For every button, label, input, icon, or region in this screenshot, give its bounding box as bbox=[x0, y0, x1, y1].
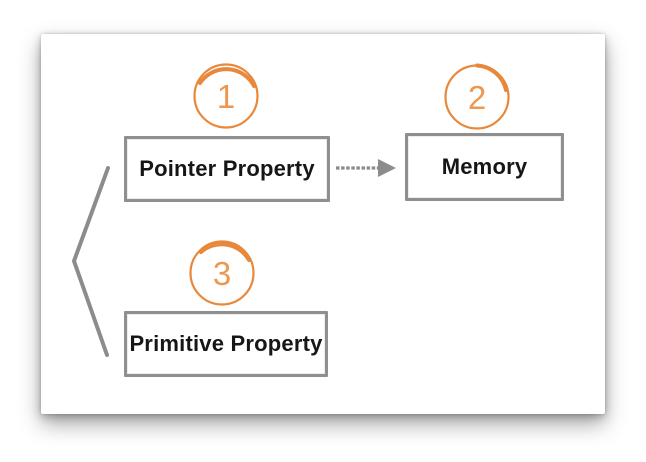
step-number: 1 bbox=[216, 77, 236, 115]
step-number: 2 bbox=[467, 78, 487, 116]
circle-sketch-icon bbox=[189, 240, 255, 306]
node-pointer-property: Pointer Property bbox=[124, 136, 330, 202]
circle-sketch-icon bbox=[193, 63, 259, 129]
step-badge-1: 1 bbox=[191, 61, 261, 131]
node-label: Pointer Property bbox=[139, 156, 315, 181]
arrow-right-icon bbox=[336, 159, 396, 177]
diagram-card: 1 2 3 Pointer Property Memory bbox=[41, 34, 605, 414]
circle-sketch-icon bbox=[444, 63, 510, 130]
node-label: Primitive Property bbox=[129, 331, 323, 356]
left-angle-bracket-icon bbox=[72, 166, 110, 357]
step-badge-2: 2 bbox=[442, 62, 512, 132]
node-primitive-property: Primitive Property bbox=[124, 311, 328, 377]
step-number: 3 bbox=[212, 254, 232, 292]
node-memory: Memory bbox=[405, 133, 564, 201]
step-badge-3: 3 bbox=[187, 238, 257, 308]
node-label: Memory bbox=[441, 154, 528, 179]
